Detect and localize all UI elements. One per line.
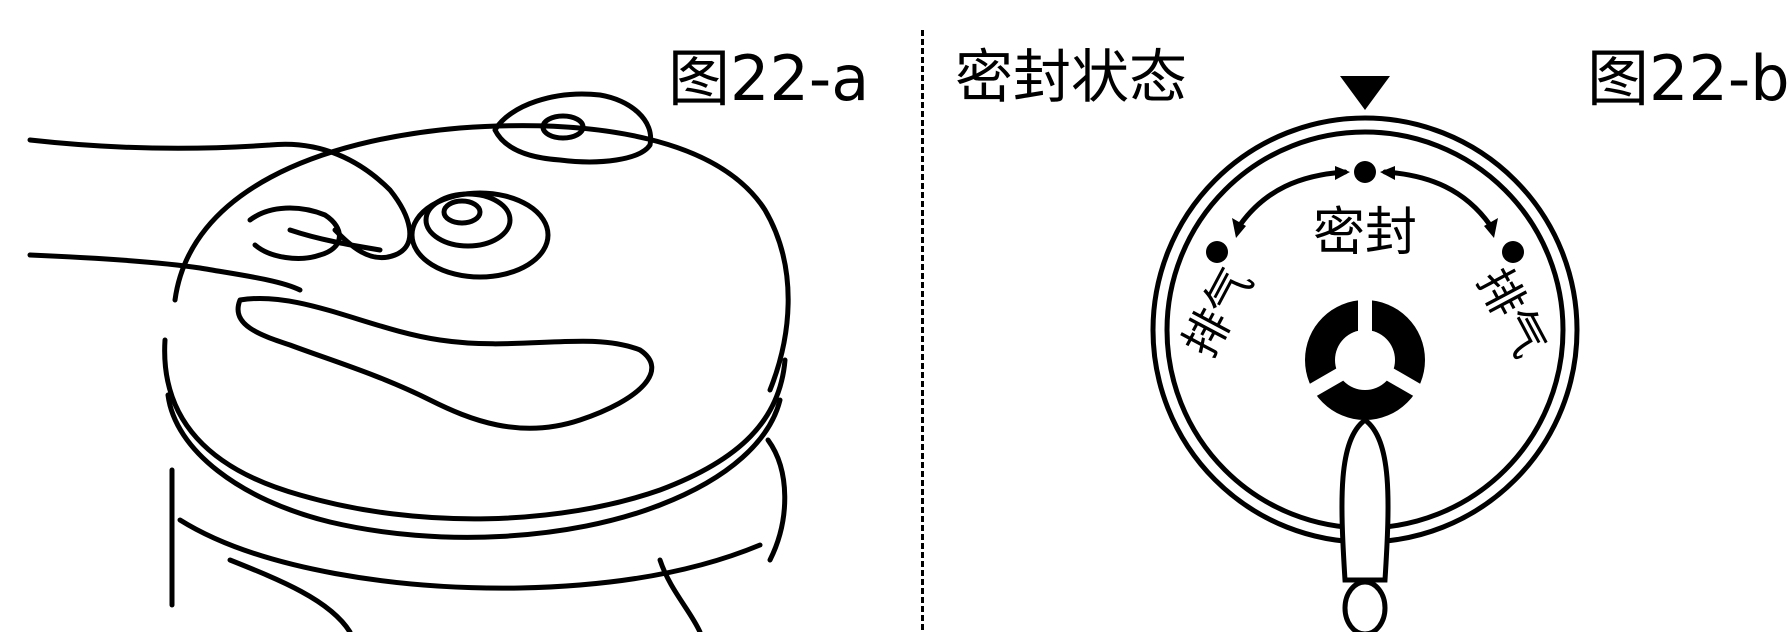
left-exhaust-dot (1206, 241, 1228, 263)
dial-center-label: 密封 (1313, 203, 1417, 263)
state-label: 密封状态 (955, 43, 1188, 111)
pointer-triangle-icon (1340, 76, 1390, 110)
dashed-divider (921, 30, 924, 630)
right-exhaust-dot (1502, 241, 1524, 263)
cooker-lid-illustration (27, 91, 791, 632)
figure-a-label: 图22-a (668, 42, 870, 115)
right-arrow-arc (1382, 169, 1493, 228)
dial-right-label: 排气 (1467, 259, 1558, 366)
figure-b-label: 图22-b (1587, 42, 1790, 115)
left-arrow-arc (1237, 169, 1348, 228)
dial-handle (1339, 416, 1391, 583)
right-arrow-head-top-icon (1380, 166, 1395, 180)
left-arrow-head-top-icon (1335, 166, 1350, 180)
valve-knob-icon (1300, 290, 1430, 420)
dial-left-label: 排气 (1172, 259, 1263, 366)
right-arrow-head-bottom-icon (1484, 218, 1498, 238)
left-arrow-head-bottom-icon (1232, 218, 1246, 238)
seal-position-dot (1354, 161, 1376, 183)
